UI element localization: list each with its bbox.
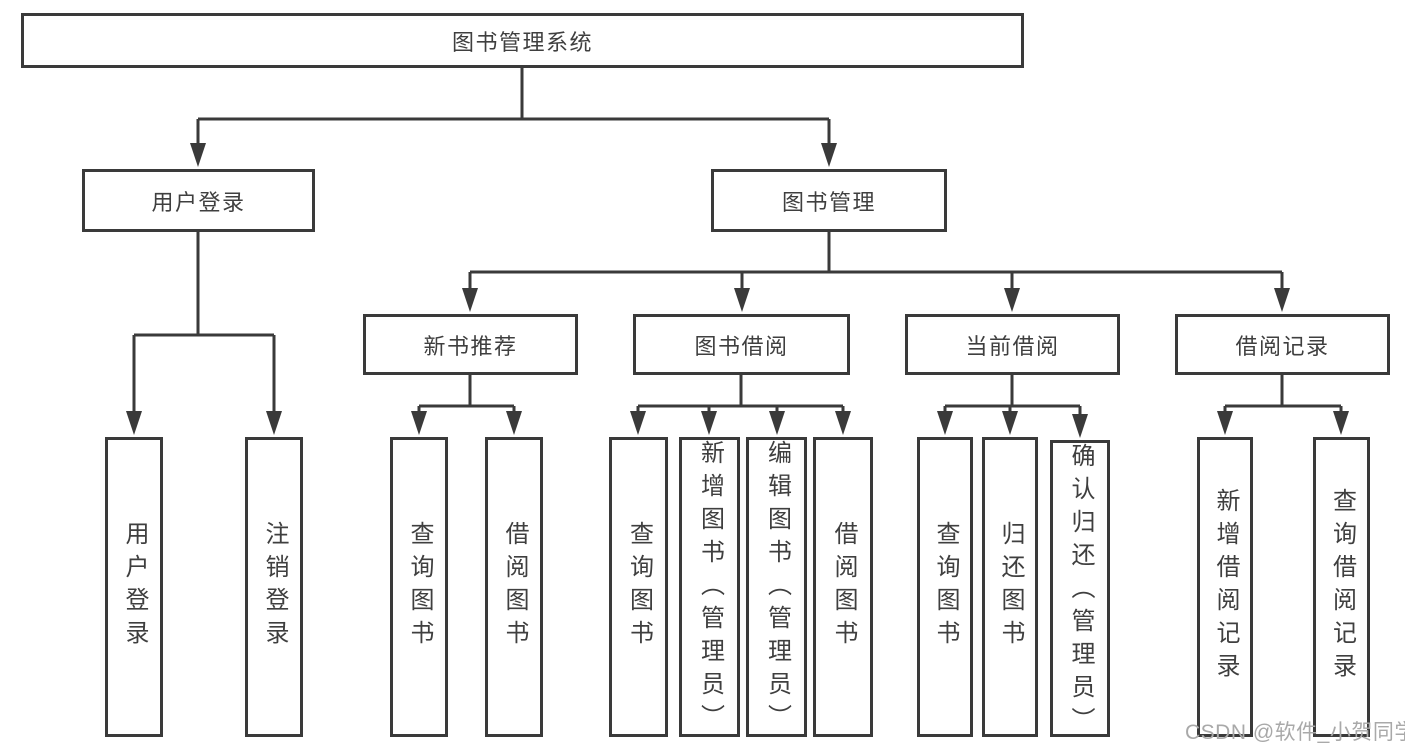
watermark: CSDN @软件_小贺同学 [1185, 721, 1405, 744]
leaf-user-login: 用户登录 [105, 437, 163, 737]
node-current-borrowing: 当前借阅 [905, 314, 1120, 375]
node-library-management-system: 图书管理系统 [21, 13, 1024, 68]
leaf-query-books-current: 查询图书 [917, 437, 973, 737]
leaf-return-books: 归还图书 [982, 437, 1038, 737]
leaf-query-books-borrowing: 查询图书 [609, 437, 668, 737]
node-user-login: 用户登录 [82, 169, 315, 232]
connector-book-management [462, 232, 1290, 312]
leaf-logout: 注销登录 [245, 437, 303, 737]
connector-user-login [126, 232, 282, 435]
node-book-management: 图书管理 [711, 169, 947, 232]
node-book-borrowing: 图书借阅 [633, 314, 850, 375]
leaf-add-borrow-record: 新增借阅记录 [1197, 437, 1253, 737]
leaf-query-books-recommend: 查询图书 [390, 437, 448, 737]
node-new-book-recommendation: 新书推荐 [363, 314, 578, 375]
leaf-query-borrow-record: 查询借阅记录 [1313, 437, 1370, 737]
leaf-borrow-books-recommend: 借阅图书 [485, 437, 543, 737]
connector-root [190, 68, 837, 167]
connector-new-book-recommendation [411, 374, 522, 435]
leaf-borrow-books-borrowing: 借阅图书 [813, 437, 873, 737]
connector-book-borrowing [630, 374, 851, 435]
leaf-add-book-admin: 新增图书（管理员） [679, 437, 740, 737]
connector-current-borrowing [937, 374, 1088, 438]
leaf-confirm-return-admin: 确认归还（管理员） [1050, 440, 1110, 740]
node-borrowing-records: 借阅记录 [1175, 314, 1390, 375]
connector-borrowing-records [1217, 374, 1349, 435]
leaf-edit-book-admin: 编辑图书（管理员） [746, 437, 807, 737]
